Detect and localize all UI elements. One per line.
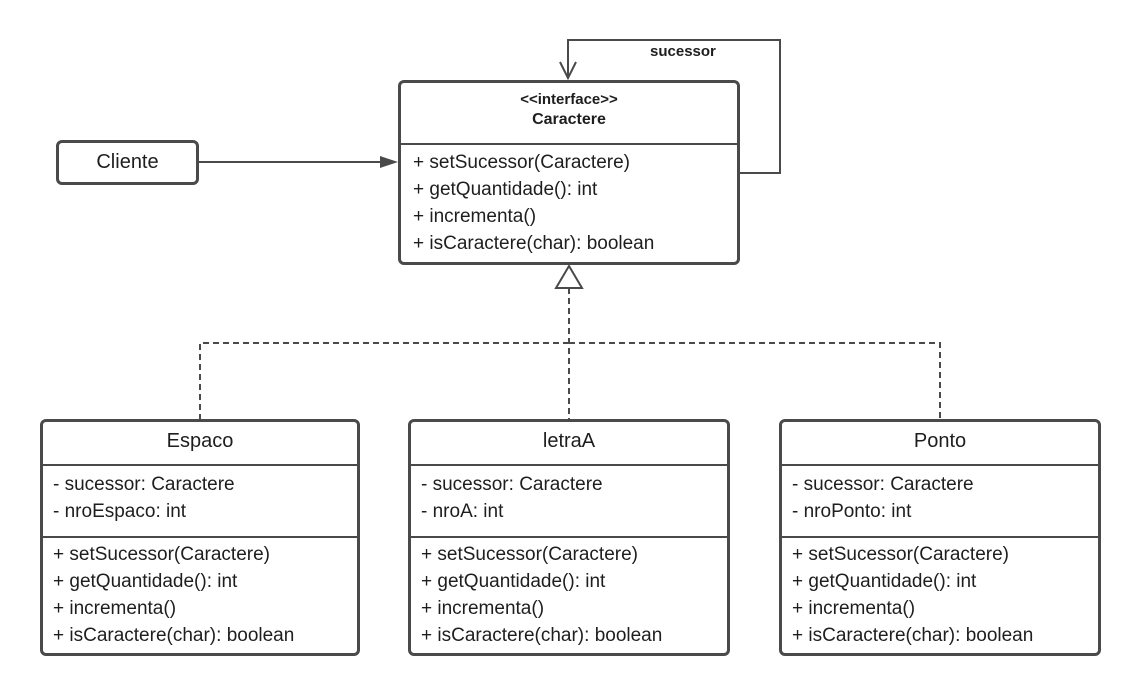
- interface-name: Caractere: [532, 111, 606, 128]
- class-espaco[interactable]: Espaco - sucessor: Caractere - nroEspaco…: [40, 419, 360, 656]
- association-arrowhead: [380, 156, 398, 168]
- class-attributes: - sucessor: Caractere - nroA: int: [411, 464, 727, 536]
- interface-header: <<interface>> Caractere: [401, 83, 737, 143]
- method: + incrementa(): [413, 206, 537, 227]
- method: + isCaractere(char): boolean: [413, 233, 655, 254]
- class-name: letraA: [542, 430, 596, 452]
- class-name: Espaco: [166, 430, 234, 452]
- attribute: - sucessor: Caractere: [792, 474, 974, 495]
- method: + getQuantidade(): int: [53, 571, 238, 592]
- class-methods: + setSucessor(Caractere) + getQuantidade…: [411, 536, 727, 649]
- method: + isCaractere(char): boolean: [421, 625, 663, 646]
- interface-caractere[interactable]: <<interface>> Caractere + setSucessor(Ca…: [398, 80, 740, 265]
- class-methods: + setSucessor(Caractere) + getQuantidade…: [782, 536, 1098, 649]
- class-letraa[interactable]: letraA - sucessor: Caractere - nroA: int…: [408, 419, 730, 656]
- method: + isCaractere(char): boolean: [792, 625, 1034, 646]
- attribute: - nroA: int: [421, 501, 504, 522]
- class-methods: + setSucessor(Caractere) + getQuantidade…: [43, 536, 357, 649]
- attribute: - nroPonto: int: [792, 501, 912, 522]
- class-name: Ponto: [913, 430, 967, 452]
- method: + setSucessor(Caractere): [792, 544, 1009, 565]
- method: + incrementa(): [792, 598, 916, 619]
- method: + incrementa(): [421, 598, 545, 619]
- method: + getQuantidade(): int: [413, 179, 598, 200]
- method: + getQuantidade(): int: [421, 571, 606, 592]
- class-ponto[interactable]: Ponto - sucessor: Caractere - nroPonto: …: [779, 419, 1101, 656]
- self-association-label: sucessor: [650, 43, 716, 60]
- self-association-arrowhead: [559, 61, 577, 81]
- realization-triangle: [554, 264, 584, 289]
- realization-branch-ponto: [569, 342, 941, 419]
- class-attributes: - sucessor: Caractere - nroEspaco: int: [43, 464, 357, 536]
- method: + incrementa(): [53, 598, 177, 619]
- client-node[interactable]: Cliente: [56, 140, 199, 185]
- attribute: - nroEspaco: int: [53, 501, 187, 522]
- method: + isCaractere(char): boolean: [53, 625, 295, 646]
- interface-stereotype: <<interface>>: [520, 91, 618, 108]
- client-name: Cliente: [96, 151, 159, 173]
- method: + getQuantidade(): int: [792, 571, 977, 592]
- interface-methods: + setSucessor(Caractere) + getQuantidade…: [401, 143, 737, 257]
- method: + setSucessor(Caractere): [53, 544, 270, 565]
- method: + setSucessor(Caractere): [413, 152, 630, 173]
- method: + setSucessor(Caractere): [421, 544, 638, 565]
- class-attributes: - sucessor: Caractere - nroPonto: int: [782, 464, 1098, 536]
- realization-branch-espaco: [199, 342, 569, 419]
- attribute: - sucessor: Caractere: [421, 474, 603, 495]
- self-association-line: [567, 39, 781, 174]
- attribute: - sucessor: Caractere: [53, 474, 235, 495]
